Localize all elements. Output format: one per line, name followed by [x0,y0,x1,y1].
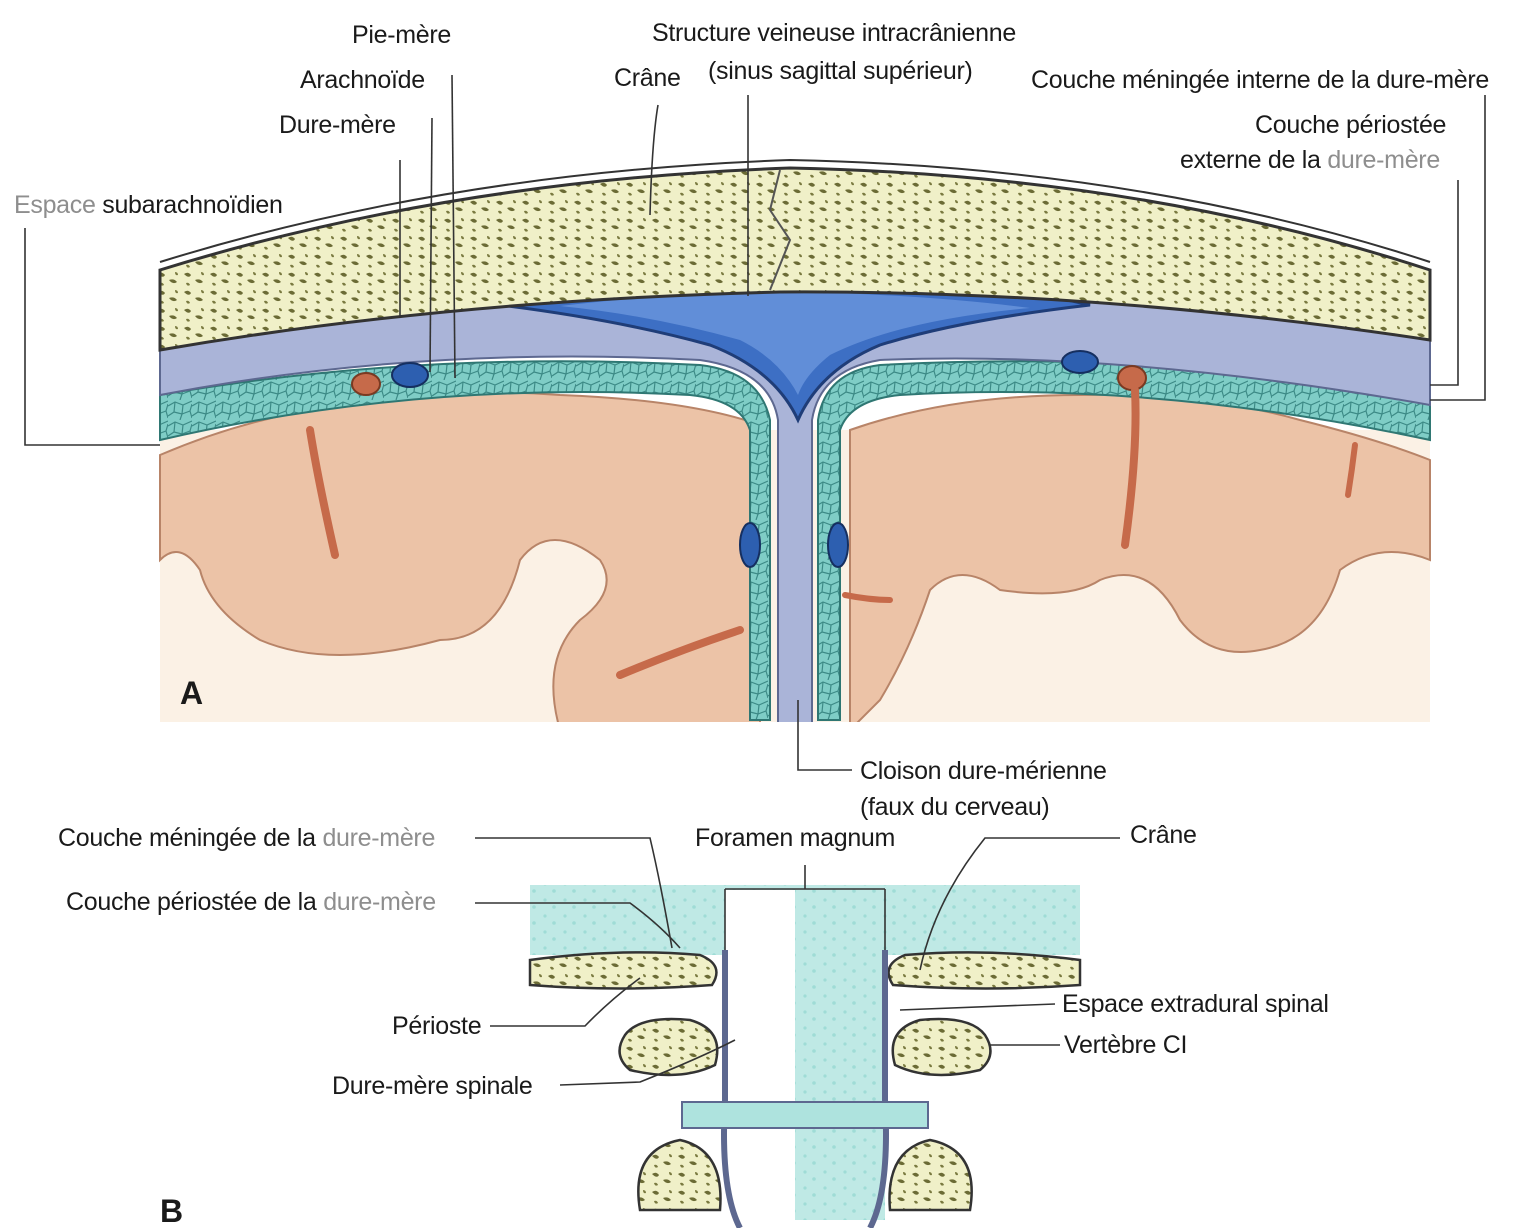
label-perioste: Périoste [392,1011,481,1041]
vessel-left-artery [352,373,380,395]
label-couche-periostee-b: Couche périostée de la dure-mère [66,887,436,917]
vertebra-c1-right [893,1019,991,1075]
skull-base-left [530,952,716,988]
spinal-cord [795,890,885,1220]
skull-base-right [889,952,1080,988]
label-couche-periostee-grey: dure-mère [1327,146,1440,174]
label-crane-b: Crâne [1130,820,1197,850]
label-couche-meningee-prefix: Couche méningée de la [58,824,316,852]
label-dure-mere: Dure-mère [279,110,396,140]
label-espace-extradural: Espace extradural spinal [1062,989,1329,1019]
vertebra-c1-left [620,1019,718,1075]
label-couche-periostee-b-prefix: Couche périostée de la [66,888,317,916]
label-arachnoide: Arachnoïde [300,65,425,95]
label-venous-structure-2: (sinus sagittal supérieur) [708,56,973,86]
label-couche-meningee-b: Couche méningée de la dure-mère [58,823,435,853]
label-cloison-2: (faux du cerveau) [860,792,1049,822]
label-couche-periostee-prefix: externe de la [1180,146,1321,174]
label-couche-periostee-b-grey: dure-mère [323,888,436,916]
label-espace-grey: Espace [14,191,96,219]
label-couche-periostee-1: Couche périostée [1255,110,1446,140]
label-vertebre-c1: Vertèbre CI [1064,1030,1187,1060]
vessel-left-vein [392,363,428,387]
label-espace-rest: subarachnoïdien [102,191,282,219]
label-couche-periostee-2: externe de la dure-mère [1180,145,1440,175]
label-espace-subarachnoidien: Espace subarachnoïdien [14,190,283,220]
label-dure-mere-spinale: Dure-mère spinale [332,1071,533,1101]
label-couche-meningee-interne: Couche méningée interne de la dure-mère [1031,65,1489,95]
label-cloison-1: Cloison dure-mérienne [860,756,1107,786]
label-crane-a: Crâne [614,63,681,93]
vessel-right-vein [1062,351,1098,373]
label-venous-structure-1: Structure veineuse intracrânienne [652,18,1016,48]
panel-a-illustration [160,160,1430,730]
label-foramen-magnum: Foramen magnum [695,823,895,853]
label-couche-meningee-grey: dure-mère [322,824,435,852]
panel-letter-b: B [160,1193,183,1230]
vessel-right-artery [1118,366,1146,390]
label-pie-mere: Pie-mère [352,20,451,50]
panel-b-illustration [530,885,1080,1228]
spinal-canal-left [725,890,795,1220]
panel-letter-a: A [180,675,203,712]
